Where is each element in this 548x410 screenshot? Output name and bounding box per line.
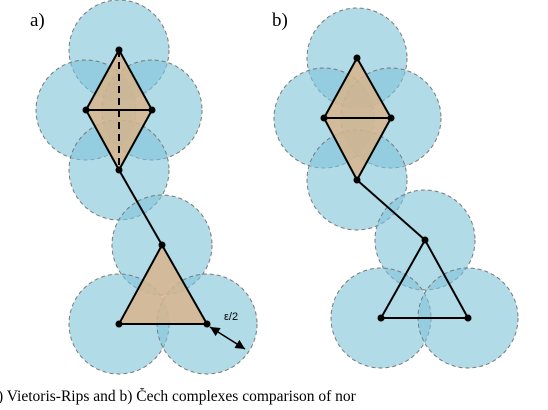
figure-caption: (a) Vietoris-Rips and b) Čech complexes … <box>0 388 548 410</box>
hollow-triangle <box>379 237 470 319</box>
panel-b-cech: b) <box>272 7 519 369</box>
edge <box>118 169 163 246</box>
vertex <box>115 46 123 54</box>
vertex <box>82 106 90 114</box>
panel-b-vertices <box>320 54 472 322</box>
vertex <box>353 54 361 62</box>
panel-b-label: b) <box>272 10 288 31</box>
simplex-triangle <box>322 117 393 183</box>
vertex <box>115 320 123 328</box>
vertex <box>377 314 385 322</box>
vertex <box>158 241 166 249</box>
edge <box>356 179 426 241</box>
vertex <box>148 106 156 114</box>
panel-a-edges <box>86 50 163 246</box>
vertex <box>320 114 328 122</box>
simplex-triangle <box>117 242 209 325</box>
vertex <box>387 114 395 122</box>
vertex <box>421 236 429 244</box>
vertex <box>353 176 361 184</box>
vertex <box>203 320 211 328</box>
epsilon-label: ε/2 <box>224 311 238 323</box>
panel-a-label: a) <box>30 10 45 31</box>
panel-a-vertices <box>82 46 211 328</box>
panel-b-balls <box>273 7 519 369</box>
panel-a-vietoris-rips: a) ε/2 <box>30 0 258 375</box>
epsilon-radius-arrow <box>209 326 246 350</box>
vertex <box>464 314 472 322</box>
panel-b-simplices <box>322 55 393 183</box>
vertex <box>115 166 123 174</box>
caption-text: (a) Vietoris-Rips and b) Čech complexes … <box>0 388 356 405</box>
panel-b-edges <box>356 179 470 319</box>
